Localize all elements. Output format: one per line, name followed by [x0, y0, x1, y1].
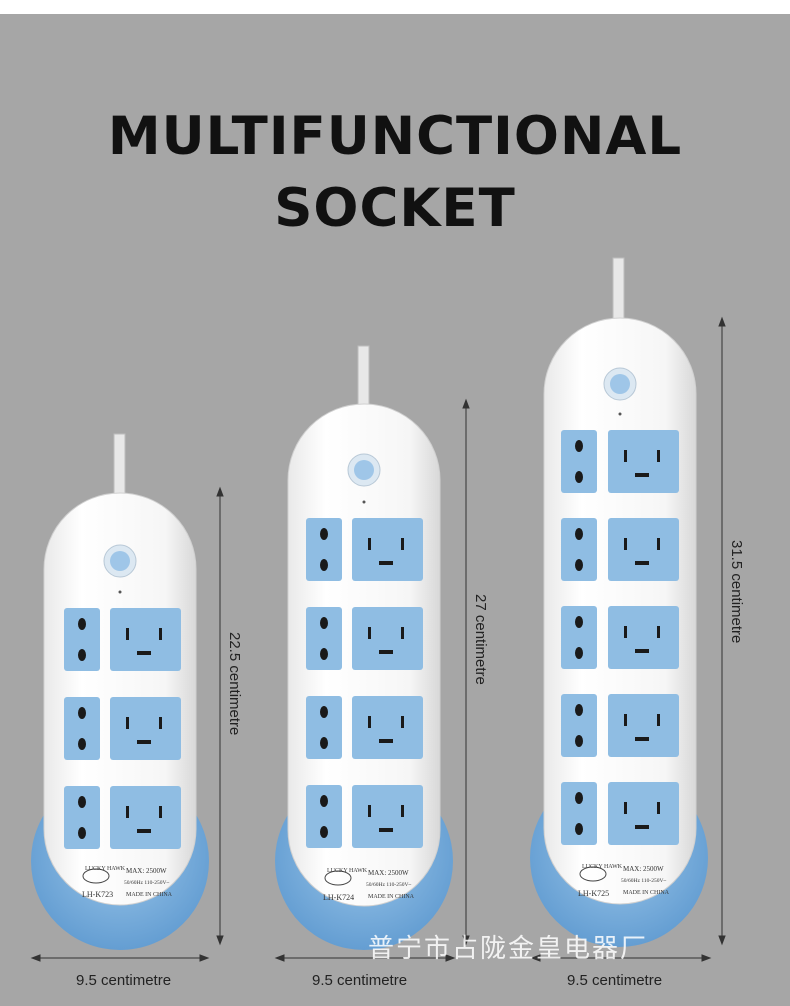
brand-logo: [82, 868, 110, 884]
rating-volt: 50/60Hz 110-250V~: [366, 882, 411, 888]
height-label-2: 27 centimetre: [472, 594, 489, 685]
width-label-3: 9.5 centimetre: [567, 972, 663, 989]
rating-volt: 50/60Hz 110-250V~: [124, 880, 169, 886]
outlet-row: [561, 606, 679, 669]
dimension-lines: [30, 316, 726, 962]
watermark: 普宁市占陇金皇电器厂: [368, 934, 649, 964]
headline-line-2: SOCKET: [274, 178, 516, 239]
width-label-2: 9.5 centimetre: [312, 972, 408, 989]
outlet-row: [561, 694, 679, 757]
origin-text: MADE IN CHINA: [126, 892, 173, 898]
power-strip-3: LUCKY HAWK LH-K725 MAX: 2500W 50/60Hz 11…: [530, 257, 708, 947]
outlet-row: [64, 697, 181, 760]
outlet-row: [561, 782, 679, 845]
outlet-row: [561, 518, 679, 581]
rating-max: MAX: 2500W: [623, 865, 664, 873]
rating-max: MAX: 2500W: [368, 869, 409, 877]
height-label-1: 22.5 centimetre: [226, 632, 243, 736]
model-number: LH-K723: [82, 890, 113, 899]
outlet-row: [306, 785, 423, 848]
power-switch: [603, 367, 637, 416]
power-switch: [103, 544, 137, 594]
height-label-3: 31.5 centimetre: [728, 540, 745, 644]
outlet-row: [306, 696, 423, 759]
rating-max: MAX: 2500W: [126, 867, 167, 875]
outlet-row: [64, 608, 181, 671]
brand-text: LUCKY HAWK: [582, 864, 623, 870]
power-strip-1: LUCKY HAWK LH-K723 MAX: 2500W 50/60Hz 11…: [31, 433, 209, 950]
brand-text: LUCKY HAWK: [85, 866, 126, 872]
outlet-row: [561, 430, 679, 493]
power-strip-2: LUCKY HAWK LH-K724 MAX: 2500W 50/60Hz 11…: [275, 345, 453, 950]
model-number: LH-K725: [578, 889, 609, 898]
outlet-row: [306, 607, 423, 670]
brand-text: LUCKY HAWK: [327, 868, 368, 874]
origin-text: MADE IN CHINA: [623, 890, 670, 896]
brand-logo: [579, 866, 607, 882]
width-label-1: 9.5 centimetre: [76, 972, 172, 989]
brand-logo: [324, 870, 352, 886]
outlet-row: [306, 518, 423, 581]
model-number: LH-K724: [323, 893, 354, 902]
rating-volt: 50/60Hz 110-250V~: [621, 878, 666, 884]
headline-line-1: MULTIFUNCTIONAL: [107, 106, 683, 167]
power-switch: [347, 453, 381, 504]
origin-text: MADE IN CHINA: [368, 894, 415, 900]
outlet-row: [64, 786, 181, 849]
